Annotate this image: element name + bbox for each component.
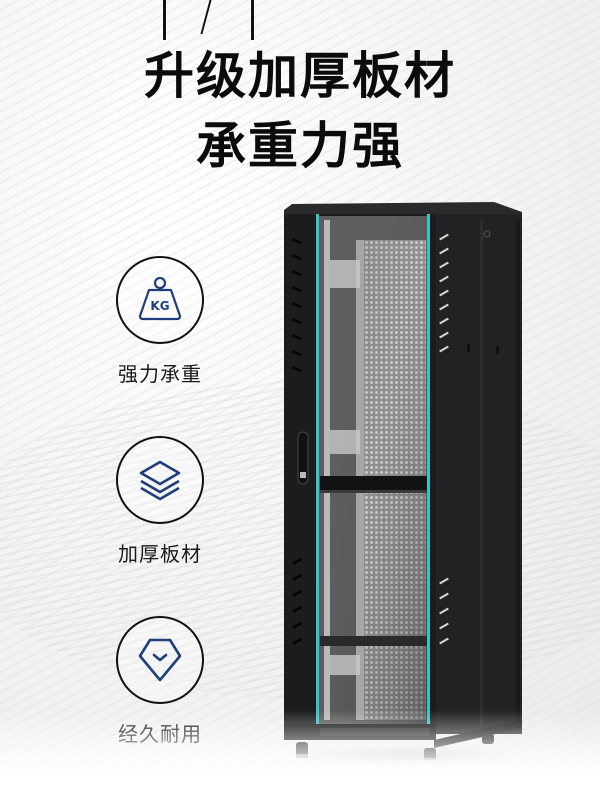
headline-line-1: 升级加厚板材: [144, 47, 456, 105]
vent-slots: [291, 237, 303, 645]
bottom-fade: [0, 710, 600, 800]
door-handle: [297, 431, 309, 485]
decorative-line: [163, 0, 166, 40]
feature-heavy-load: KG 强力承重: [100, 256, 220, 387]
server-rack-cabinet-image: [284, 202, 522, 760]
layers-icon: [139, 460, 181, 501]
diamond-icon: [138, 638, 182, 682]
decorative-line: [251, 0, 254, 40]
feature-icon-circle: [116, 616, 204, 704]
headline-line-2: 承重力强: [196, 117, 404, 175]
weight-kg-icon: KG: [138, 276, 182, 321]
feature-label: 强力承重: [118, 362, 202, 386]
feature-label: 加厚板材: [118, 542, 202, 566]
vent-slots: [439, 233, 449, 645]
feature-thick-plate: 加厚板材: [100, 436, 220, 567]
feature-icon-circle: [116, 436, 204, 524]
svg-text:KG: KG: [150, 299, 169, 313]
feature-icon-circle: KG: [116, 256, 204, 344]
